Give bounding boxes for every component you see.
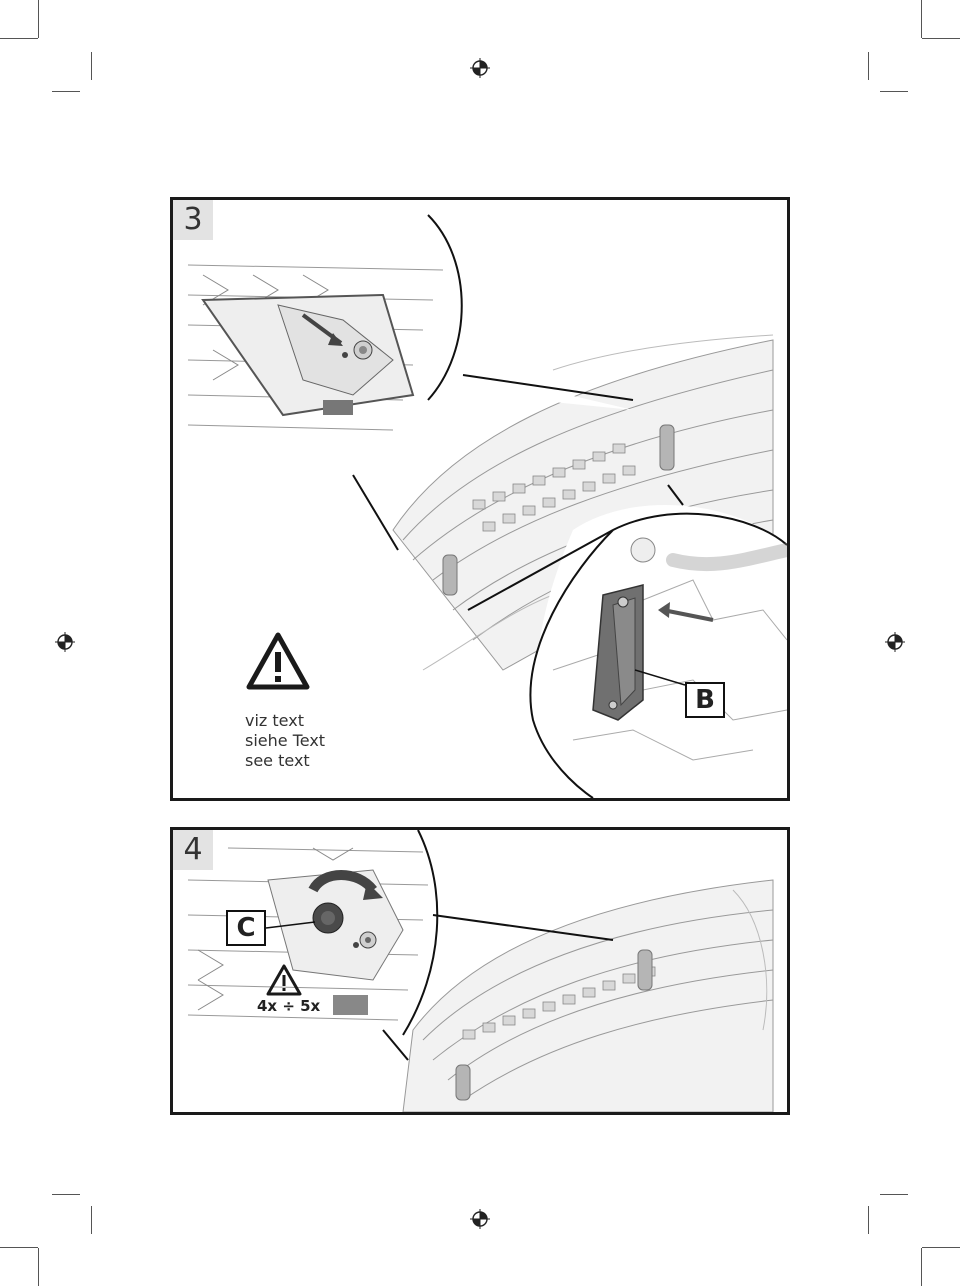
car-front-illustration <box>187 830 774 1112</box>
crop-mark <box>921 1248 922 1286</box>
registration-mark-icon <box>470 1209 490 1229</box>
zoom-detail-top <box>187 200 634 551</box>
crop-mark <box>52 91 80 92</box>
note-line-de: siehe Text <box>245 731 326 750</box>
crop-mark <box>922 1247 960 1248</box>
crop-mark <box>91 52 92 80</box>
registration-mark-icon <box>885 632 905 652</box>
warning-icon <box>266 964 302 996</box>
crop-mark <box>868 1206 869 1234</box>
note-line-cs: viz text <box>245 711 304 730</box>
registration-mark-icon <box>470 58 490 78</box>
step-number: 4 <box>173 830 213 870</box>
car-front-illustration <box>187 200 787 798</box>
crop-mark <box>0 1247 38 1248</box>
crop-mark <box>922 38 960 39</box>
crop-mark <box>38 0 39 38</box>
warning-note: viz text siehe Text see text <box>245 711 325 771</box>
step-4-panel: 4 <box>170 827 790 1115</box>
registration-mark-icon <box>55 632 75 652</box>
crop-mark <box>868 52 869 80</box>
grille-slats <box>462 966 656 1040</box>
step-number: 3 <box>173 200 213 240</box>
crop-mark <box>0 38 38 39</box>
crop-mark <box>91 1206 92 1234</box>
crop-mark <box>921 0 922 38</box>
grille-slats <box>472 443 636 532</box>
crop-mark <box>38 1248 39 1286</box>
part-label-b: B <box>685 682 725 718</box>
step-3-panel: 3 <box>170 197 790 801</box>
crop-mark <box>880 91 908 92</box>
note-line-en: see text <box>245 751 310 770</box>
warning-icon <box>246 632 310 690</box>
crop-mark <box>880 1194 908 1195</box>
zoom-detail-top <box>187 830 614 1061</box>
quantity-label: 4x ÷ 5x <box>257 997 321 1015</box>
leader-line <box>265 921 316 929</box>
part-label-c: C <box>226 910 266 946</box>
zoom-detail-bottom <box>467 484 787 798</box>
crop-mark <box>52 1194 80 1195</box>
